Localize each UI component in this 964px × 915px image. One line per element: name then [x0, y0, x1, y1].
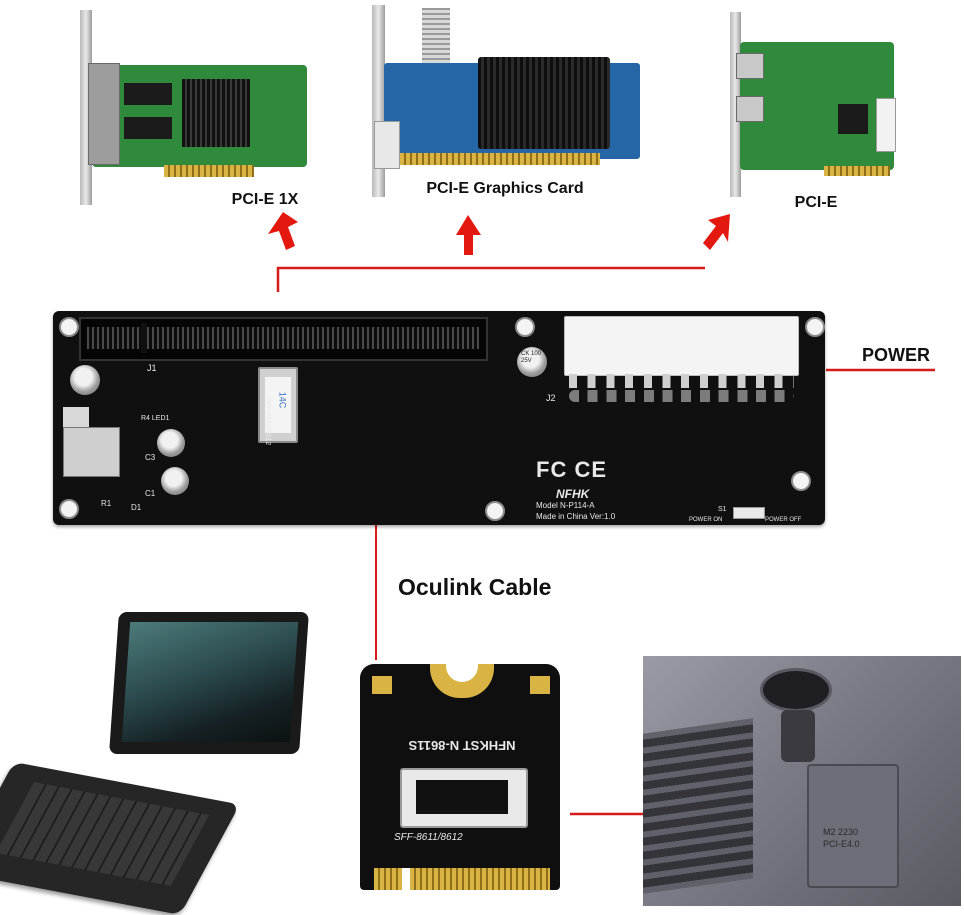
model-label: Model N-P114-A: [536, 501, 595, 510]
capacitor: [161, 467, 189, 495]
mounting-hole: [59, 499, 79, 519]
led-label: R4 LED1: [141, 415, 170, 422]
j2-label: J2: [546, 393, 556, 403]
distribution-line: [276, 266, 705, 292]
mounting-hole: [791, 471, 811, 491]
dvi-port: [374, 121, 400, 169]
capacitor: [157, 429, 185, 457]
m2-oculink-connector: [400, 768, 528, 828]
vga-ribbon: [422, 8, 450, 63]
oculink-label: Oculink Cable: [398, 574, 552, 600]
pcie-1x-card-image: PCI-E 1X: [60, 5, 310, 208]
graphics-card-image: PCI-E Graphics Card: [360, 3, 640, 208]
m2-connector-label: SFF-8611/8612: [394, 832, 463, 843]
graphics-card-caption: PCI-E Graphics Card: [426, 180, 584, 197]
m2-slot-text: M2 2230: [823, 827, 859, 837]
device-m2-slot-photo: M2 2230 PCI-E4.0: [643, 656, 961, 906]
atx-pins: [569, 374, 794, 406]
voltage-regulator: [63, 407, 89, 427]
pcie-usb-card-image: PCI-E: [700, 8, 930, 223]
m2-brand-label: NFHKST N-8611S: [408, 738, 516, 753]
arrow-up-right-icon: [703, 214, 730, 250]
m2-slot-bay: [807, 764, 899, 888]
power-on-label: POWER ON: [689, 517, 723, 523]
transformer-chip: [124, 117, 172, 139]
made-in-label: Made in China Ver:1.0: [536, 512, 616, 521]
power-header: [876, 98, 896, 152]
m2-slot-cover-latch: [781, 710, 815, 762]
m2-key-notch: [402, 868, 410, 890]
card-pcb: [740, 42, 894, 170]
usb-port: [736, 96, 764, 122]
brand-label: NFHK: [556, 487, 590, 501]
gpu-heatsink: [478, 57, 610, 149]
gold-fingers: [164, 165, 254, 177]
c3-label: C3: [145, 453, 156, 462]
m2-oculink-adapter: NFHKST N-8611S SFF-8611/8612: [360, 664, 570, 894]
vent-grille: [643, 718, 753, 894]
m2-corner-pad: [530, 676, 550, 694]
heatsink: [182, 79, 250, 147]
slot-contacts: [87, 327, 479, 349]
capacitor: [70, 365, 100, 395]
controller-chip: [838, 104, 868, 134]
arrow-up-left-icon: [268, 212, 298, 250]
rj45-port-block: [88, 63, 120, 165]
pcie-adapter-board: J1 J2 CK 100 25V C3 C1 R4 LED1 D1 R1 14C…: [53, 311, 825, 525]
r1-label: R1: [101, 499, 112, 508]
capacitor-label: CK 100 25V: [521, 351, 542, 364]
mounting-hole: [485, 501, 505, 521]
fcc-ce-mark: FC CE: [536, 457, 607, 482]
transformer-chip: [124, 83, 172, 105]
j1-label: J1: [147, 363, 157, 373]
arrow-up-icon: [456, 215, 481, 255]
oculink-port: [258, 367, 298, 443]
switch-label: S1: [718, 506, 727, 513]
pcie-x16-slot: [79, 317, 488, 361]
d1-label: D1: [131, 503, 142, 512]
slot-key: [141, 323, 147, 353]
voltage-regulator: [63, 427, 120, 477]
m2-mount-notch-hole: [446, 664, 478, 682]
gold-fingers: [824, 166, 890, 176]
pcie-1x-caption: PCI-E 1X: [231, 191, 299, 208]
m2-slot-text: PCI-E4.0: [823, 839, 860, 849]
pcie-caption: PCI-E: [794, 194, 838, 211]
usb-port: [736, 53, 764, 79]
atx-24pin-connector: [564, 316, 799, 376]
port-label: 14C: [277, 391, 288, 409]
mounting-hole: [515, 317, 535, 337]
capacitor: [517, 347, 547, 377]
card-bracket: [730, 12, 741, 197]
rubber-foot: [760, 668, 832, 712]
power-off-label: POWER OFF: [765, 517, 802, 523]
c1-label: C1: [145, 489, 156, 498]
gold-fingers: [400, 153, 600, 165]
mounting-hole: [805, 317, 825, 337]
laptop-screen-display: [121, 622, 299, 742]
m2-corner-pad: [372, 676, 392, 694]
handheld-pc-image: [0, 612, 309, 915]
m2-gold-fingers: [374, 868, 550, 890]
connector-side-label: SFF-8611/8612: [264, 397, 271, 446]
power-label: POWER: [862, 345, 931, 365]
power-switch[interactable]: [733, 507, 765, 519]
mounting-hole: [59, 317, 79, 337]
